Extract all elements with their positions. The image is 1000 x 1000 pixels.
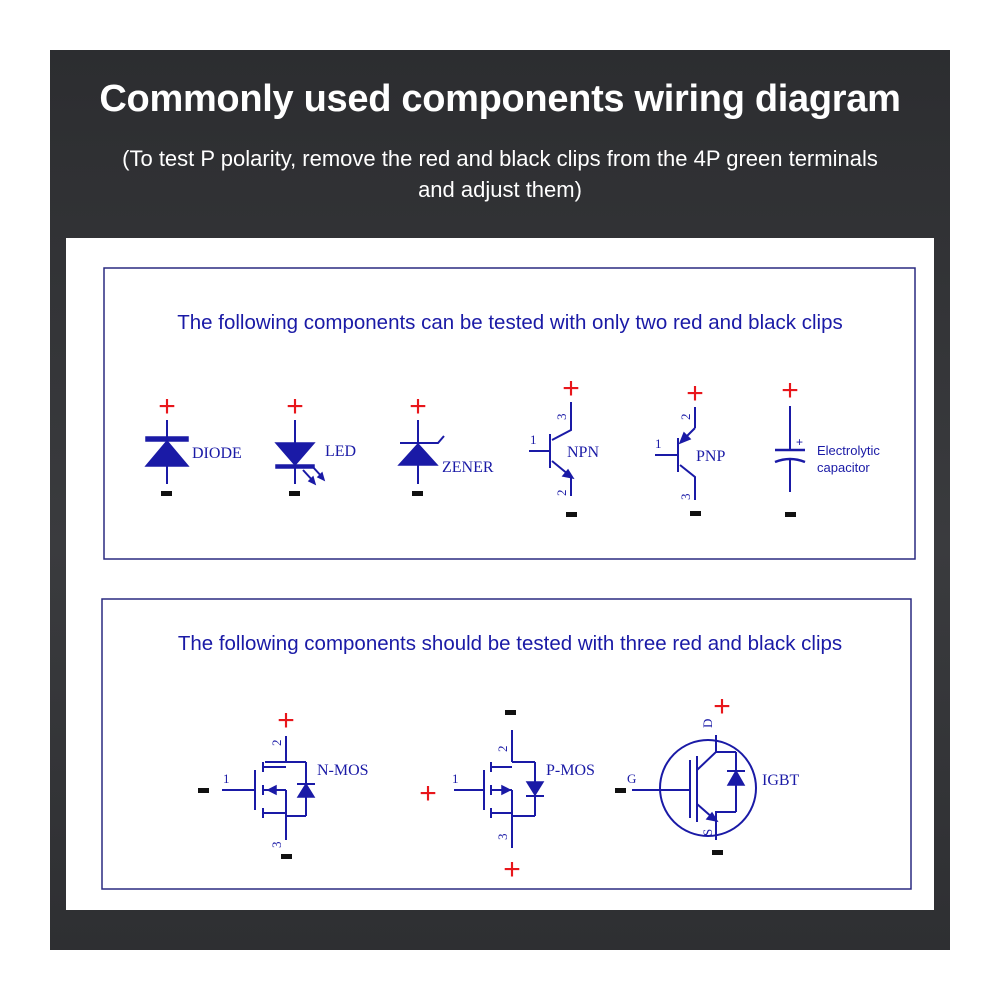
pnp-pin-3: 3 bbox=[678, 494, 693, 501]
pnp-plus: + bbox=[686, 377, 704, 410]
nmos-pin-1: 1 bbox=[223, 771, 230, 786]
pmos-symbol: + + 1 2 3 P-MOS bbox=[419, 710, 595, 886]
npn-minus bbox=[566, 512, 577, 517]
pnp-symbol: + 1 2 3 PNP bbox=[655, 377, 725, 516]
zener-minus bbox=[412, 491, 423, 496]
led-symbol: + LED bbox=[274, 390, 356, 496]
diode-symbol: + DIODE bbox=[144, 390, 242, 496]
section1-box bbox=[103, 267, 916, 560]
nmos-source-minus bbox=[281, 854, 292, 859]
page-subtitle: (To test P polarity, remove the red and … bbox=[122, 146, 878, 202]
pmos-gate-plus: + bbox=[419, 777, 437, 810]
nmos-gate-minus bbox=[198, 788, 209, 793]
diode-label: DIODE bbox=[192, 445, 242, 462]
diode-plus: + bbox=[158, 390, 176, 423]
led-plus: + bbox=[286, 390, 304, 423]
capacitor-polarity-mark: + bbox=[796, 435, 803, 449]
npn-pin-3: 3 bbox=[554, 414, 569, 421]
section2-heading: The following components should be teste… bbox=[178, 632, 842, 655]
npn-pin-2: 2 bbox=[554, 490, 569, 497]
pnp-pin-2: 2 bbox=[678, 414, 693, 421]
igbt-drain-plus: + bbox=[713, 690, 731, 723]
zener-label: ZENER bbox=[442, 459, 494, 476]
npn-symbol: + 1 3 2 NPN bbox=[529, 372, 599, 517]
nmos-pin-3: 3 bbox=[269, 842, 284, 849]
igbt-circle bbox=[659, 739, 757, 837]
igbt-pin-d: D bbox=[700, 719, 715, 728]
led-triangle bbox=[274, 442, 316, 467]
pmos-pin-2: 2 bbox=[495, 746, 510, 753]
nmos-label: N-MOS bbox=[317, 762, 369, 779]
igbt-pin-g: G bbox=[627, 771, 636, 786]
capacitor-plus: + bbox=[781, 374, 799, 407]
pnp-minus bbox=[690, 511, 701, 516]
igbt-label: IGBT bbox=[762, 772, 800, 789]
igbt-symbol: + G D S IGBT bbox=[615, 690, 800, 855]
capacitor-label-line2: capacitor bbox=[817, 460, 870, 475]
zener-symbol: + ZENER bbox=[397, 390, 494, 496]
page-title: Commonly used components wiring diagram bbox=[99, 78, 901, 120]
igbt-gate-minus bbox=[615, 788, 626, 793]
nmos-symbol: + + 1 2 3 N-MOS bbox=[198, 704, 369, 859]
pmos-drain-minus bbox=[505, 710, 516, 715]
igbt-source-minus bbox=[712, 850, 723, 855]
diode-triangle bbox=[144, 439, 190, 467]
capacitor-symbol: + + Electrolytic capacitor bbox=[774, 374, 880, 517]
diagram-panel bbox=[66, 238, 934, 910]
svg-text:+: + bbox=[277, 704, 295, 737]
diode-minus bbox=[161, 491, 172, 496]
nmos-pin-2: 2 bbox=[269, 740, 284, 747]
led-minus bbox=[289, 491, 300, 496]
section2-box bbox=[101, 598, 912, 890]
led-label: LED bbox=[325, 443, 356, 460]
pmos-label: P-MOS bbox=[546, 762, 595, 779]
pnp-label: PNP bbox=[696, 448, 725, 465]
npn-pin-1: 1 bbox=[530, 432, 537, 447]
zener-bar bbox=[400, 435, 445, 444]
capacitor-label-line1: Electrolytic bbox=[817, 443, 880, 458]
pmos-pin-1: 1 bbox=[452, 771, 459, 786]
zener-triangle bbox=[397, 442, 439, 466]
igbt-pin-s: S bbox=[700, 829, 715, 836]
pnp-pin-1: 1 bbox=[655, 436, 662, 451]
npn-label: NPN bbox=[567, 444, 599, 461]
led-bar bbox=[275, 464, 315, 469]
capacitor-minus bbox=[785, 512, 796, 517]
pmos-pin-3: 3 bbox=[495, 834, 510, 841]
pmos-source-plus: + bbox=[503, 853, 521, 886]
section1-heading: The following components can be tested w… bbox=[177, 311, 842, 334]
npn-plus: + bbox=[562, 372, 580, 405]
zener-plus: + bbox=[409, 390, 427, 423]
